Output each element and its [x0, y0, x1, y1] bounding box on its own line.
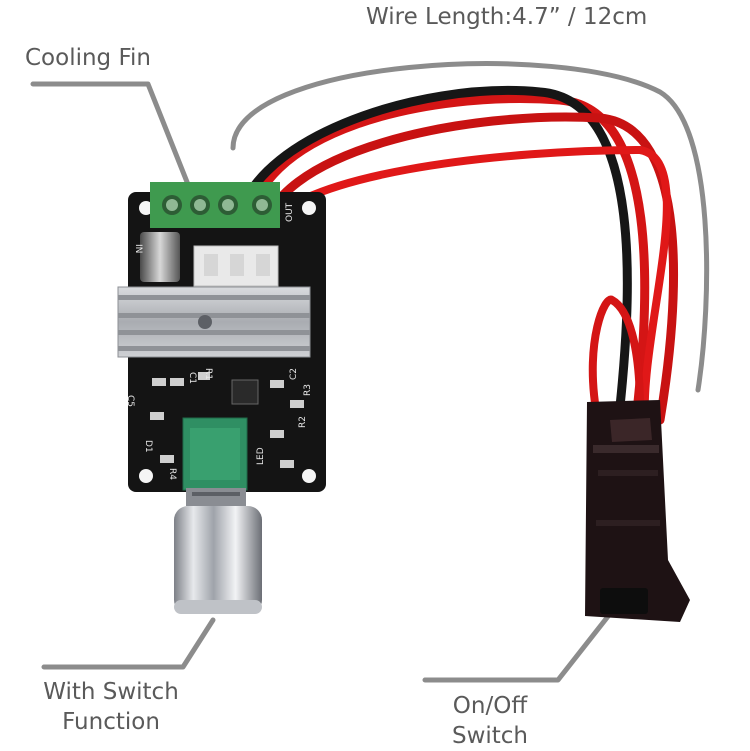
red-wire-2: [257, 112, 678, 425]
potentiometer-knob: [174, 488, 262, 614]
silk-r4: R4: [167, 468, 177, 480]
on-off-switch-housing: [585, 400, 690, 622]
pwm-board: [117, 182, 326, 492]
heatsink: [117, 286, 311, 358]
wire-length-leader: [230, 61, 710, 393]
switch-leader: [422, 593, 627, 683]
silk-led: LED: [256, 447, 266, 465]
capacitor: [140, 232, 180, 282]
silk-c5: C5: [125, 395, 135, 407]
smd-components: [150, 372, 304, 468]
wire-harness: [231, 85, 678, 430]
silk-out: OUT: [285, 202, 295, 222]
silk-c2: C2: [289, 368, 299, 380]
silk-d1: D1: [143, 440, 153, 453]
cooling-fin-label: Cooling Fin: [25, 45, 151, 71]
silk-in: IN: [133, 244, 143, 253]
with-switch-function-line-1: With Switch: [43, 679, 179, 705]
with-switch-function-line-2: Function: [62, 709, 160, 735]
knob-leader: [41, 617, 216, 670]
on-off-switch-line-2: Switch: [451, 723, 529, 749]
wire-length-label: Wire Length:4.7” / 12cm: [366, 4, 648, 30]
silk-c1: C1: [187, 372, 197, 384]
on-off-switch-line-1: On/Off: [452, 693, 528, 719]
on-off-switch-label: On/Off Switch: [440, 691, 540, 751]
silk-r3: R3: [303, 384, 313, 396]
silk-r2: R2: [298, 416, 308, 428]
red-wire-3: [252, 145, 671, 424]
black-wire: [231, 85, 632, 430]
with-switch-function-label: With Switch Function: [40, 677, 182, 737]
red-loop: [588, 295, 644, 414]
silk-r1: R1: [203, 368, 213, 380]
